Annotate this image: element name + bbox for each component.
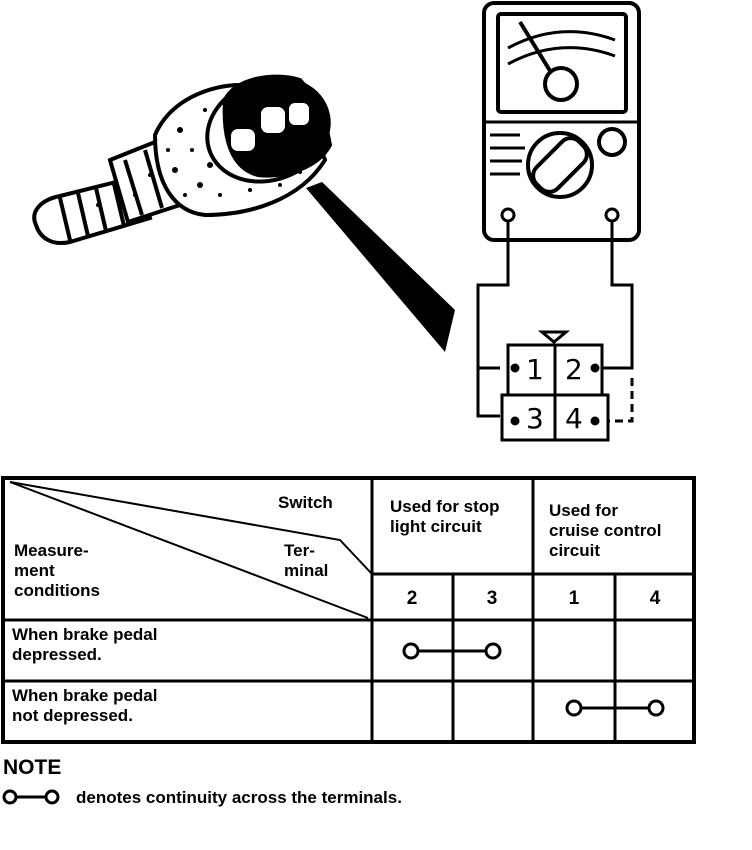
multimeter — [482, 1, 641, 242]
probe-wires — [476, 222, 634, 423]
pointer-wedge — [306, 182, 455, 352]
terminal-col-1: 1 — [568, 588, 580, 609]
switch-connector — [500, 330, 610, 442]
connector-terminal-3: 3 — [526, 402, 544, 435]
continuity-legend-icon — [2, 789, 60, 805]
terminal-col-4: 4 — [649, 588, 661, 609]
continuity-symbol-row1 — [402, 642, 502, 660]
continuity-table — [1, 476, 696, 744]
header-switch: Switch — [278, 493, 333, 512]
terminal-col-2: 2 — [406, 588, 418, 609]
header-terminal: Ter- minal — [284, 541, 329, 580]
connector-terminal-4: 4 — [565, 402, 583, 435]
note-text: denotes continuity across the terminals. — [76, 788, 402, 807]
note-title: NOTE — [3, 756, 62, 779]
row-condition-not-depressed: When brake pedal not depressed. — [12, 686, 158, 725]
terminal-col-3: 3 — [486, 588, 498, 609]
illustration — [32, 1, 641, 442]
brake-switch-illustration — [32, 74, 333, 245]
group-stop-light: Used for stop light circuit — [390, 497, 500, 536]
row-condition-depressed: When brake pedal depressed. — [12, 625, 158, 664]
continuity-symbol-row2 — [565, 699, 665, 717]
header-measurement-conditions: Measure- ment conditions — [14, 541, 100, 600]
connector-terminal-2: 2 — [565, 353, 583, 386]
connector-terminal-1: 1 — [526, 353, 544, 386]
group-cruise-control: Used for cruise control circuit — [549, 501, 662, 560]
